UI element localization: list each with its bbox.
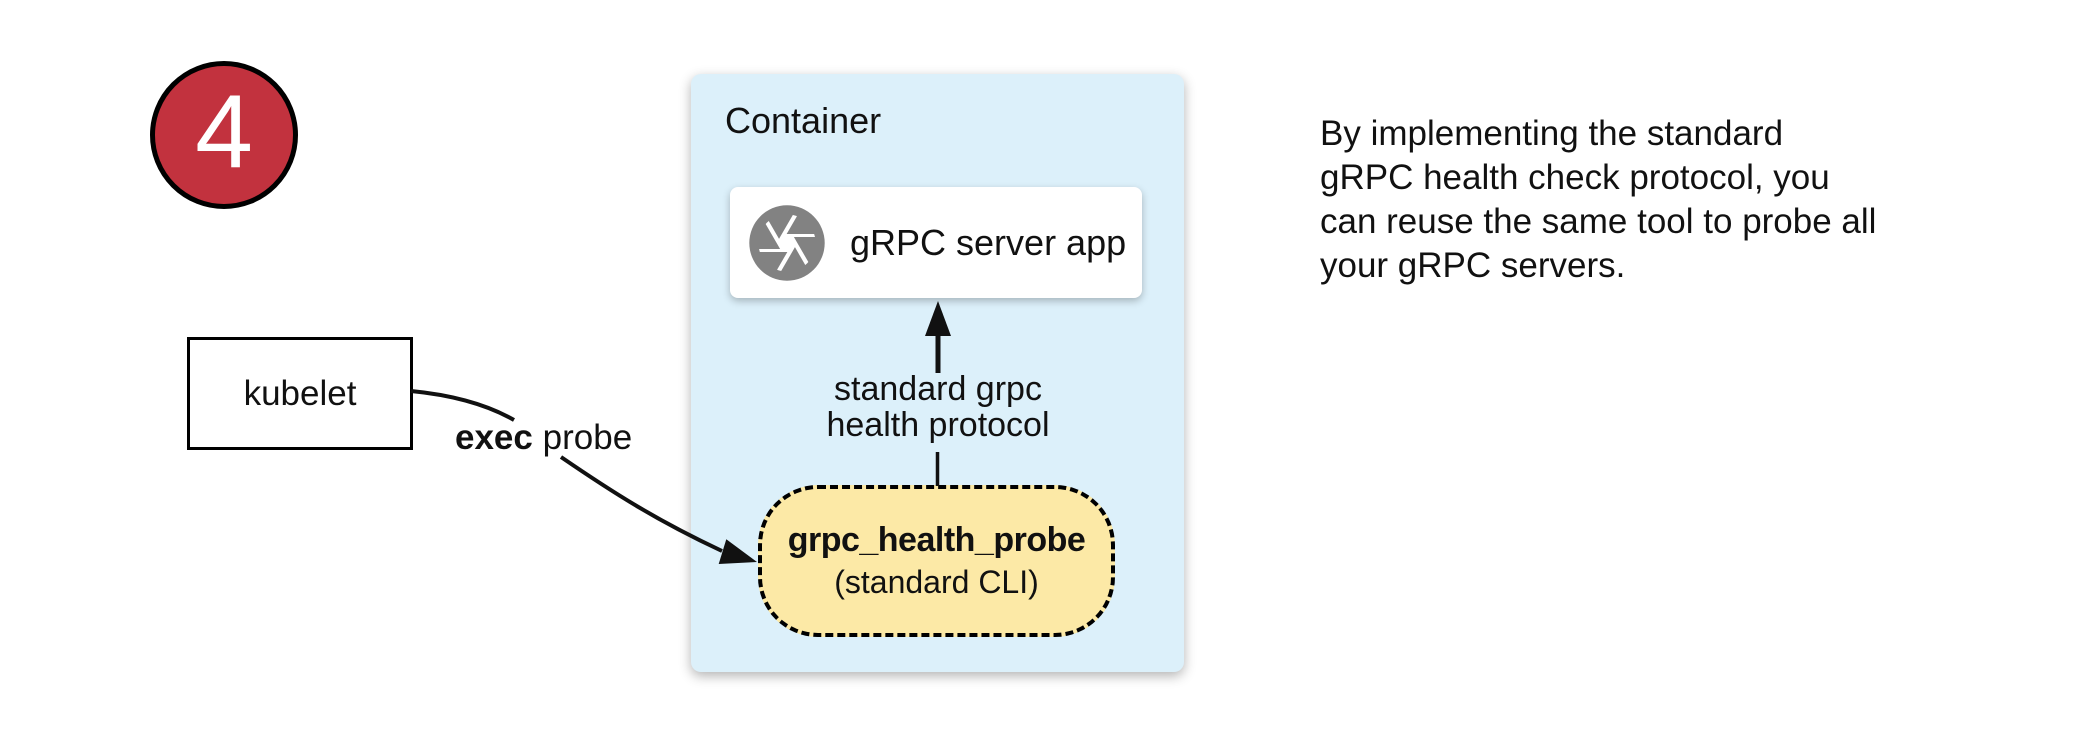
grpc-health-probe-title: grpc_health_probe <box>787 521 1086 559</box>
note-text: By implementing the standard gRPC health… <box>1320 114 1877 285</box>
step-badge: 4 <box>150 61 298 209</box>
exec-probe-edge-segment-1 <box>410 389 515 422</box>
step-number: 4 <box>195 74 253 190</box>
exec-probe-edge-label-bold: exec <box>455 418 533 457</box>
grpc-health-probe-subtitle: (standard CLI) <box>834 564 1039 600</box>
health-protocol-edge-label: standard grpc health protocol <box>826 370 1050 444</box>
grpc-aperture-icon <box>749 204 825 281</box>
node-container: Container gRPC server app standard grpc … <box>691 74 1184 672</box>
exec-probe-edge-label-rest: probe <box>542 418 633 457</box>
grpc-server-app-label: gRPC server app <box>850 221 1127 263</box>
node-grpc-health-probe: grpc_health_probe (standard CLI) <box>758 485 1115 637</box>
node-kubelet: kubelet <box>187 337 413 450</box>
container-label: Container <box>725 100 882 141</box>
kubelet-label: kubelet <box>243 373 357 413</box>
node-grpc-server-app: gRPC server app <box>730 187 1142 298</box>
